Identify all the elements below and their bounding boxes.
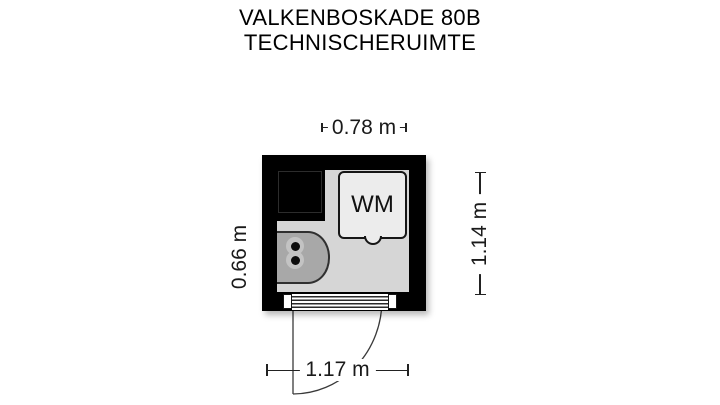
washing-machine-label: WM: [351, 191, 394, 218]
dimension-right: 1.14 m: [468, 172, 491, 295]
dimension-tick: [321, 123, 323, 132]
door-jamb-right: [388, 294, 397, 309]
dimension-tick: [474, 172, 486, 174]
page-title: VALKENBOSKADE 80B TECHNISCHERUIMTE: [0, 5, 720, 55]
dimension-tick: [405, 123, 407, 132]
door-jamb-left: [283, 294, 292, 309]
boiler-unit: [277, 231, 330, 284]
washing-machine: WM: [338, 171, 407, 245]
floorplan: WM: [262, 155, 426, 311]
dimension-top: 0.78 m: [321, 117, 407, 138]
dimension-bottom: 1.17 m: [266, 359, 409, 381]
shaft-outline: [278, 171, 322, 213]
boiler-knob: [290, 241, 300, 251]
dimension-bottom-label: 1.17 m: [299, 359, 376, 381]
boiler-knob: [290, 255, 300, 265]
page-title-line1: VALKENBOSKADE 80B: [239, 5, 481, 30]
shaft-block: [277, 170, 325, 221]
dimension-right-label: 1.14 m: [468, 193, 491, 274]
dimension-top-label: 0.78 m: [327, 117, 401, 138]
door-threshold: [292, 294, 388, 310]
page-title-line2: TECHNISCHERUIMTE: [243, 30, 477, 55]
dimension-left-label: 0.66 m: [228, 224, 251, 290]
dimension-tick: [407, 364, 409, 376]
dimension-tick: [474, 293, 486, 295]
dimension-tick: [266, 364, 268, 376]
